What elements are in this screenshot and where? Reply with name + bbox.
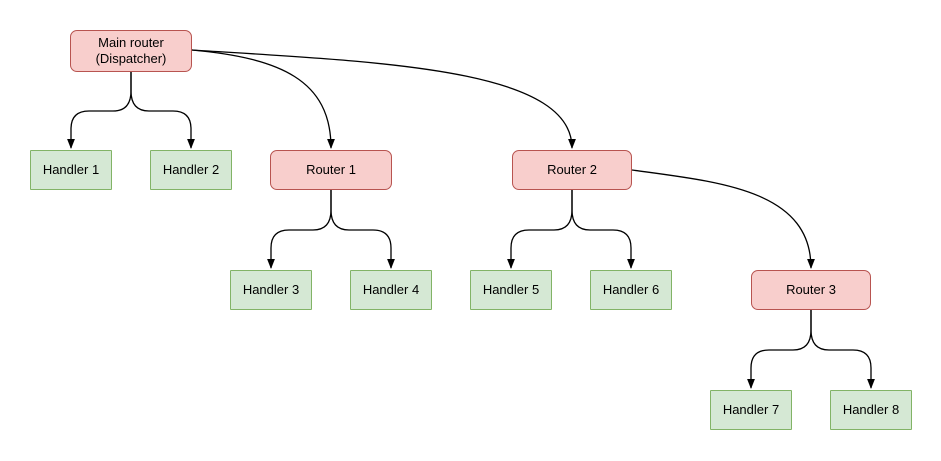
edge-router-3-to-handler-7 (747, 310, 812, 389)
node-router-1: Router 1 (270, 150, 392, 190)
node-handler-5: Handler 5 (470, 270, 552, 310)
edge-main-router-to-handler-2 (130, 72, 195, 149)
edge-main-router-to-handler-1 (67, 72, 132, 149)
edge-main-router-to-router-1 (191, 49, 335, 149)
node-handler-4: Handler 4 (350, 270, 432, 310)
edge-main-router-to-router-2 (191, 49, 576, 149)
edge-router-2-to-handler-6 (571, 190, 635, 269)
edge-router-2-to-router-3 (631, 169, 815, 269)
node-handler-6: Handler 6 (590, 270, 672, 310)
edge-router-1-to-handler-4 (330, 190, 395, 269)
node-handler-3: Handler 3 (230, 270, 312, 310)
node-main-router: Main router (Dispatcher) (70, 30, 192, 72)
node-handler-1: Handler 1 (30, 150, 112, 190)
edge-router-1-to-handler-3 (267, 190, 332, 269)
node-handler-8: Handler 8 (830, 390, 912, 430)
node-router-2: Router 2 (512, 150, 632, 190)
node-handler-7: Handler 7 (710, 390, 792, 430)
node-router-3: Router 3 (751, 270, 871, 310)
edge-router-2-to-handler-5 (507, 190, 573, 269)
edge-router-3-to-handler-8 (810, 310, 875, 389)
node-handler-2: Handler 2 (150, 150, 232, 190)
